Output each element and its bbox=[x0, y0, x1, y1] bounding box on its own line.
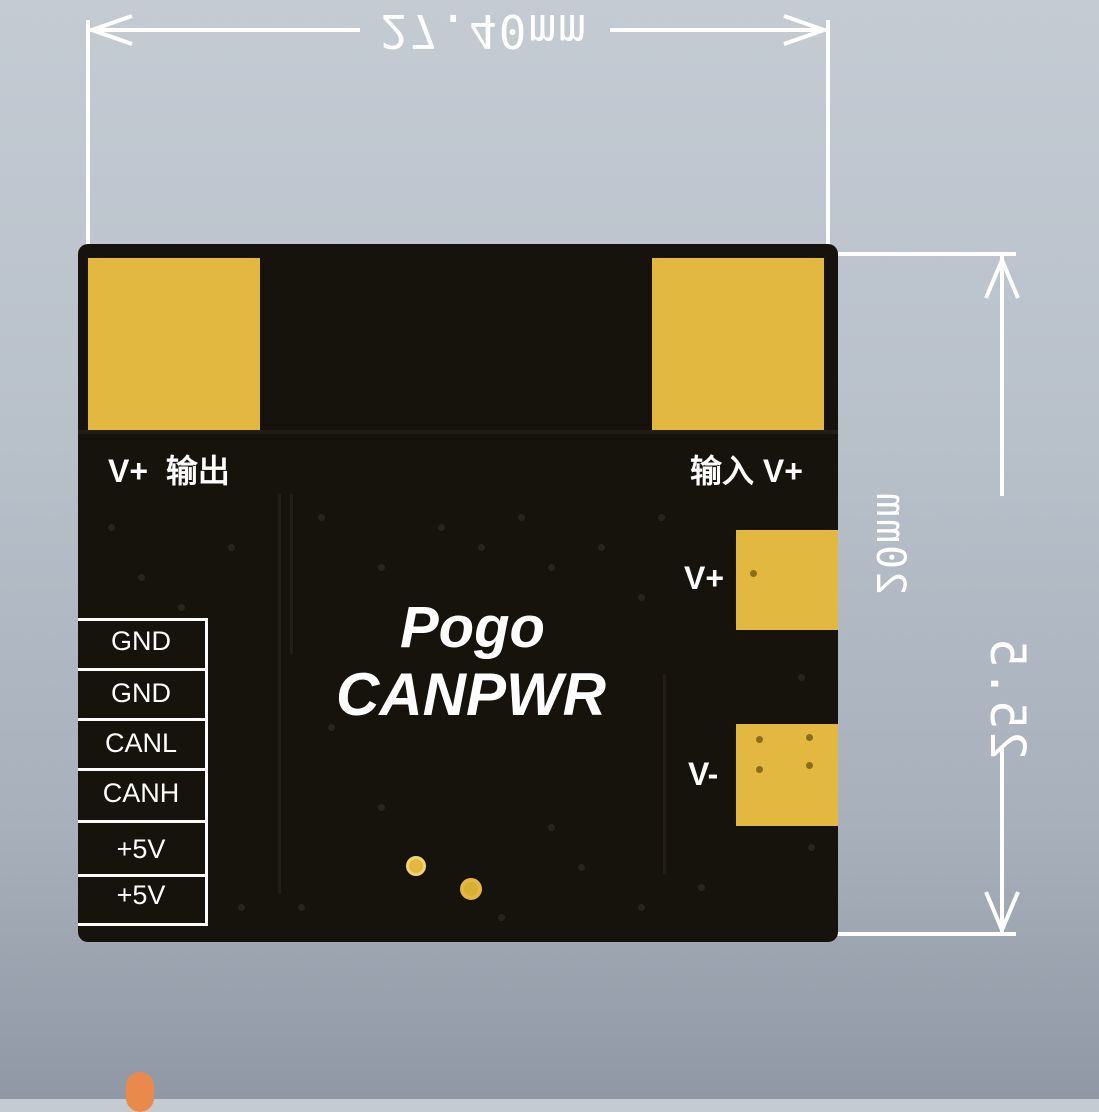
via bbox=[438, 524, 445, 531]
via bbox=[378, 804, 385, 811]
output-vplus-pad bbox=[88, 258, 260, 430]
width-dim-right-arrow-icon bbox=[783, 14, 828, 46]
orange-marker bbox=[126, 1072, 154, 1112]
via bbox=[598, 544, 605, 551]
via bbox=[228, 544, 235, 551]
height-dim-bottom-arrow-icon bbox=[984, 891, 1020, 934]
connector-divider bbox=[78, 718, 208, 721]
input-vplus-pad bbox=[652, 258, 824, 430]
via bbox=[808, 844, 815, 851]
via bbox=[548, 824, 555, 831]
via bbox=[638, 904, 645, 911]
via bbox=[798, 674, 805, 681]
trace bbox=[663, 674, 666, 874]
width-dim-left-arrow-icon bbox=[88, 14, 133, 46]
via bbox=[378, 564, 385, 571]
via bbox=[298, 904, 305, 911]
via bbox=[548, 564, 555, 571]
width-dim-line-right bbox=[610, 28, 826, 32]
connector-pin-1-label: GND bbox=[111, 626, 171, 656]
output-label: V+ 输出 bbox=[108, 453, 230, 489]
via bbox=[698, 884, 705, 891]
via bbox=[478, 544, 485, 551]
test-point-1 bbox=[406, 856, 426, 876]
width-dim-label: 27.40mm bbox=[380, 4, 588, 58]
trace bbox=[278, 494, 281, 894]
connector-pin-6-label: +5V bbox=[116, 880, 166, 910]
pad-via bbox=[806, 762, 813, 769]
side-vplus-pad bbox=[736, 530, 838, 630]
via bbox=[108, 524, 115, 531]
via bbox=[318, 514, 325, 521]
pcb-board: V+ 输出 输入 V+ V+ V- Pogo CANPWR GND GND CA… bbox=[78, 244, 838, 942]
pad-via bbox=[756, 736, 763, 743]
height-dim-top-arrow-icon bbox=[984, 256, 1020, 299]
connector-divider bbox=[78, 820, 208, 823]
via bbox=[498, 914, 505, 921]
height-dim-top-extension bbox=[836, 252, 1016, 256]
test-point-2 bbox=[460, 878, 482, 900]
board-title-line2: CANPWR bbox=[336, 661, 606, 728]
via bbox=[178, 604, 185, 611]
pad-via bbox=[756, 766, 763, 773]
height-outer-dim-label: 25.5 bbox=[978, 636, 1035, 760]
via bbox=[238, 904, 245, 911]
connector-pin-4-label: CANH bbox=[102, 778, 180, 808]
input-label: 输入 V+ bbox=[690, 453, 803, 489]
trace bbox=[78, 430, 838, 434]
via bbox=[328, 724, 335, 731]
side-vminus-pad bbox=[736, 724, 838, 826]
pad-via bbox=[750, 570, 757, 577]
connector-divider bbox=[78, 874, 208, 877]
height-dim-line-top bbox=[1000, 256, 1004, 496]
connector-divider bbox=[78, 668, 208, 671]
width-dim-left-extension bbox=[86, 20, 90, 246]
via bbox=[518, 514, 525, 521]
height-dim-line-bottom bbox=[1000, 748, 1004, 932]
width-dim-line-left bbox=[90, 28, 360, 32]
trace bbox=[290, 494, 293, 654]
connector-pin-3-label: CANL bbox=[104, 728, 178, 758]
connector-pin-5-label: +5V bbox=[116, 834, 166, 864]
via bbox=[658, 514, 665, 521]
side-vplus-label: V+ bbox=[684, 560, 725, 596]
pad-via bbox=[806, 734, 813, 741]
via bbox=[138, 574, 145, 581]
via bbox=[578, 864, 585, 871]
height-inner-dim-label: 20mm bbox=[867, 490, 914, 596]
board-title-line1: Pogo bbox=[400, 595, 545, 660]
via bbox=[638, 594, 645, 601]
connector-divider bbox=[78, 768, 208, 771]
side-vminus-label: V- bbox=[688, 756, 719, 792]
width-dim-right-extension bbox=[826, 20, 830, 246]
height-dim-bottom-extension bbox=[836, 932, 1016, 936]
connector-outline bbox=[78, 618, 208, 926]
connector-pin-2-label: GND bbox=[111, 678, 171, 708]
